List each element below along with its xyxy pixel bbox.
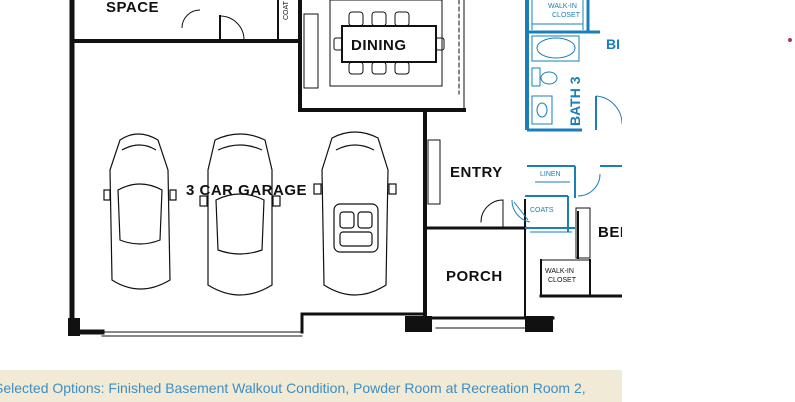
room-label-walk-in-closet-bottom: CLOSET: [548, 277, 577, 284]
room-label-walk-in-closet-bottom: WALK-IN: [545, 268, 574, 275]
room-label-space: SPACE: [106, 0, 159, 16]
room-label-porch: PORCH: [446, 268, 503, 285]
floor-plan: SPACE COAT DINING WALK-IN CLOSET BATH 3 …: [68, 0, 622, 337]
column-block: [68, 318, 80, 336]
door-swing: [181, 9, 201, 29]
room-label-bedroom-top: BI: [606, 36, 620, 52]
room-label-bath3: BATH 3: [567, 76, 583, 126]
closet-bench: [575, 207, 591, 259]
blue-walls: [511, 0, 622, 233]
car-icon: [103, 133, 177, 290]
room-label-linen: LINEN: [540, 171, 561, 178]
car-icon: [199, 133, 281, 296]
room-label-walk-in-closet-top: CLOSET: [552, 12, 581, 19]
selected-options-text: Selected Options: Finished Basement Walk…: [0, 380, 586, 396]
walls: [69, 0, 622, 337]
column-block: [525, 316, 553, 332]
room-label-entry: ENTRY: [450, 164, 503, 181]
marker-dot: [788, 38, 792, 42]
room-label-garage: 3 CAR GARAGE: [186, 182, 307, 199]
room-label-coat: COAT: [283, 0, 290, 20]
car-icon: [313, 131, 397, 296]
room-label-coats: COATS: [530, 207, 554, 214]
column-block: [405, 316, 432, 332]
selected-options-bar: Selected Options: Finished Basement Walk…: [0, 370, 622, 402]
dining-table: [303, 0, 445, 89]
room-label-bedroom: BEI: [598, 224, 622, 241]
room-label-dining: DINING: [351, 37, 407, 54]
entry-bench: [427, 139, 441, 205]
door-swing: [219, 15, 245, 41]
room-label-walk-in-closet-top: WALK-IN: [548, 3, 577, 10]
